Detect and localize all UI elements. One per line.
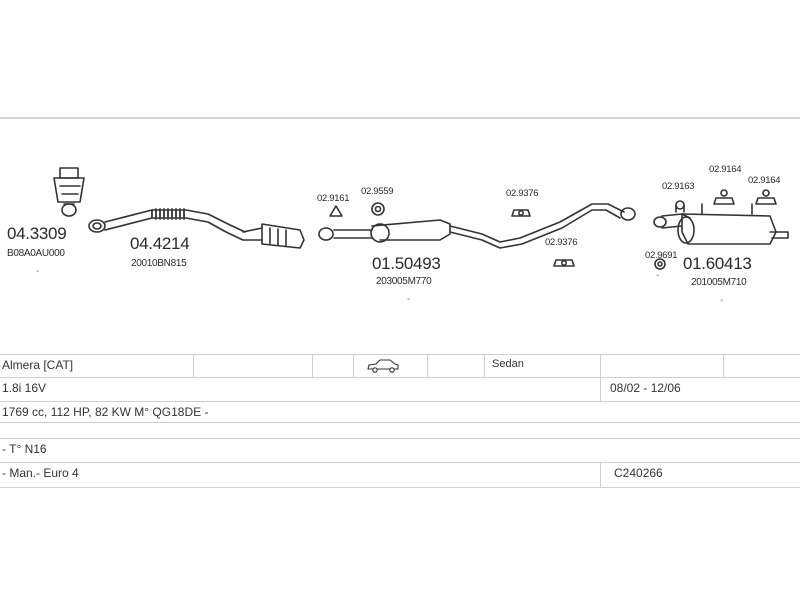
- transmission: - Man.- Euro 4: [2, 466, 79, 480]
- dash-marker: -: [656, 270, 660, 281]
- dash-marker: -: [407, 294, 411, 305]
- table-row-specs: 1769 cc, 112 HP, 82 KW M° QG18DE -: [0, 401, 800, 425]
- clamp-9691-icon: [654, 258, 666, 270]
- middle-silencer-icon: [318, 203, 636, 249]
- clamp-9163-icon: [675, 200, 685, 213]
- hanger-9376-bottom-icon: [553, 259, 575, 267]
- table-row-empty: [0, 422, 800, 439]
- part-code-front-pipe: 04.4214: [130, 234, 190, 253]
- front-pipe-icon: [88, 208, 305, 249]
- hanger-9164-a-icon: [713, 189, 735, 205]
- table-row-type: - T° N16: [0, 438, 800, 463]
- part-code-9163: 02.9163: [662, 181, 695, 192]
- engine-name: 1.8i 16V: [2, 381, 47, 395]
- table-row-engine: 1.8i 16V 08/02 - 12/06: [0, 377, 800, 401]
- top-divider: [0, 117, 800, 119]
- rear-silencer-icon: [653, 203, 789, 245]
- body-type: Sedan: [492, 358, 524, 370]
- part-code-rear-silencer: 01.60413: [683, 254, 752, 273]
- part-code-9376-top: 02.9376: [506, 188, 539, 199]
- front-catalyst-icon: [53, 167, 85, 217]
- clamp-9161-icon: [329, 205, 343, 217]
- exhaust-diagram: [53, 167, 789, 270]
- vehicle-model: Almera [CAT]: [2, 358, 74, 372]
- part-code-9164-a: 02.9164: [709, 164, 742, 175]
- dash-marker: -: [720, 295, 724, 306]
- vehicle-type: - T° N16: [2, 442, 47, 456]
- engine-specs: 1769 cc, 112 HP, 82 KW M° QG18DE -: [2, 405, 209, 419]
- production-years: 08/02 - 12/06: [610, 381, 681, 395]
- part-code-catalyst: 04.3309: [7, 224, 67, 243]
- oem-code-catalyst: B08A0AU000: [7, 248, 65, 259]
- part-code-middle-silencer: 01.50493: [372, 254, 441, 273]
- part-code-9691: 02.9691: [645, 250, 678, 261]
- hanger-9376-top-icon: [511, 209, 531, 217]
- sedan-car-icon: [366, 359, 400, 376]
- dash-marker: -: [36, 266, 40, 277]
- oem-code-rear-silencer: 201005M710: [691, 277, 747, 288]
- hanger-9559-icon: [371, 202, 385, 216]
- oem-code-middle-silencer: 203005M770: [376, 276, 432, 287]
- table-row-transmission: - Man.- Euro 4 C240266: [0, 462, 800, 488]
- catalog-code: C240266: [614, 466, 663, 480]
- part-code-9376-bottom: 02.9376: [545, 237, 578, 248]
- part-code-9161: 02.9161: [317, 193, 350, 204]
- table-row-model: Almera [CAT] Sedan: [0, 354, 800, 378]
- oem-code-front-pipe: 20010BN815: [131, 258, 187, 269]
- part-code-9559: 02.9559: [361, 186, 394, 197]
- part-code-9164-b: 02.9164: [748, 175, 781, 186]
- hanger-9164-b-icon: [755, 189, 777, 205]
